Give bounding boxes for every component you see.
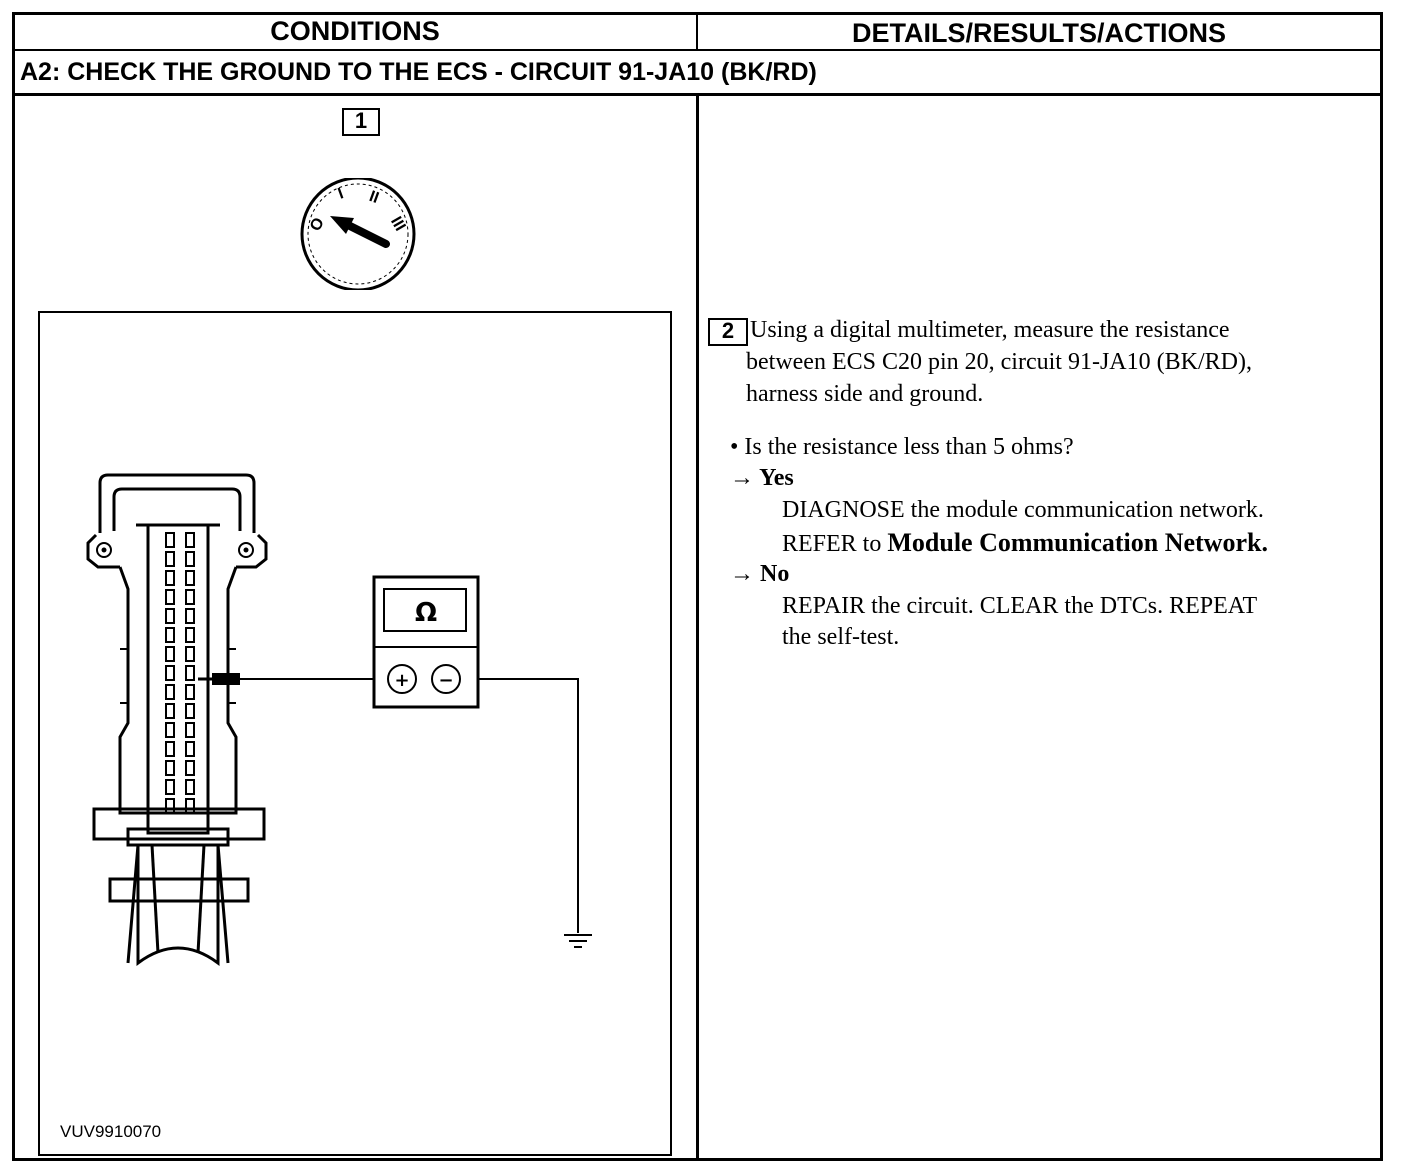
step-2-badge: 2 [708, 318, 748, 346]
figure-id: VUV9910070 [60, 1122, 162, 1141]
connector-pin-cavity [165, 532, 175, 548]
connector-pin-cavity [165, 646, 175, 662]
connector-pin-cavity [185, 779, 195, 795]
connector-pin-cavity [165, 608, 175, 624]
connector-pin-cavity [185, 665, 195, 681]
connector-pin-cavity [165, 589, 175, 605]
meter-plus-terminal: + [394, 670, 409, 691]
connector-pin-cavity [165, 570, 175, 586]
connector-pin-cavity [165, 741, 175, 757]
connector-pin-cavity [185, 551, 195, 567]
ground-symbol-icon [564, 934, 592, 948]
yes-label: → Yes [730, 465, 794, 491]
connector-pin-cavity [185, 570, 195, 586]
ignition-key-arrow [342, 220, 390, 248]
connector-pin-cavity [165, 722, 175, 738]
ignition-position-1: I [336, 185, 346, 202]
ground-lead [460, 678, 579, 933]
yes-action-line-1: DIAGNOSE the module communication networ… [782, 497, 1264, 523]
connector-pin-cavity [185, 608, 195, 624]
connector-pin-cavity [185, 684, 195, 700]
table-border-left [12, 12, 15, 1161]
connector-pin-cavity [185, 532, 195, 548]
module-communication-network-link[interactable]: Module Communication Network. [887, 528, 1268, 557]
section-divider [12, 93, 1383, 96]
step-2-instruction-line-2: between ECS C20 pin 20, circuit 91-JA10 … [746, 349, 1252, 375]
connector-pin-cavity [165, 551, 175, 567]
column-divider-header [696, 12, 698, 51]
no-action-line-2: the self-test. [782, 624, 900, 650]
connector-pin-cavity [185, 798, 195, 814]
meter-ohm-symbol: Ω [415, 598, 437, 628]
connector-pin-cavity [165, 665, 175, 681]
ignition-switch-icon: O I II III [300, 178, 416, 290]
connector-pin-cavity [185, 741, 195, 757]
meter-minus-terminal: − [438, 670, 453, 691]
multimeter-icon [372, 575, 480, 709]
step-2-instruction-line-1: Using a digital multimeter, measure the … [750, 317, 1230, 343]
details-header: DETAILS/RESULTS/ACTIONS [851, 18, 1226, 48]
table-border-right [1380, 12, 1383, 1161]
ignition-position-off: O [307, 215, 328, 234]
section-title: A2: CHECK THE GROUND TO THE ECS - CIRCUI… [20, 58, 817, 86]
conditions-header: CONDITIONS [270, 16, 440, 46]
connector-pin-cavity [185, 627, 195, 643]
connector-pin-cavity [165, 684, 175, 700]
connector-pin-cavity [165, 627, 175, 643]
yes-action-line-2: REFER to Module Communication Network. [782, 527, 1268, 560]
connector-icon: Ω + − [86, 473, 592, 966]
step-1-badge: 1 [342, 108, 380, 136]
connector-pin-cavity [185, 703, 195, 719]
ignition-position-2: II [367, 188, 381, 207]
connector-pin-cavity [165, 779, 175, 795]
connector-pin-cavity [165, 760, 175, 776]
connector-pin-cavity [185, 722, 195, 738]
result-question: • Is the resistance less than 5 ohms? [730, 434, 1074, 460]
connector-pin-cavity [185, 760, 195, 776]
no-label: → No [730, 561, 790, 587]
connector-pin-cavity [185, 589, 195, 605]
no-action-line-1: REPAIR the circuit. CLEAR the DTCs. REPE… [782, 593, 1258, 619]
yes-action-refer-prefix: REFER to [782, 531, 888, 557]
step-2-instruction-line-3: harness side and ground. [746, 381, 984, 407]
connector-pin-cavity [185, 646, 195, 662]
figure-frame [38, 311, 672, 1156]
connector-pin-cavity [165, 703, 175, 719]
connector-pin-cavity [165, 798, 175, 814]
column-divider-body [696, 95, 699, 1160]
